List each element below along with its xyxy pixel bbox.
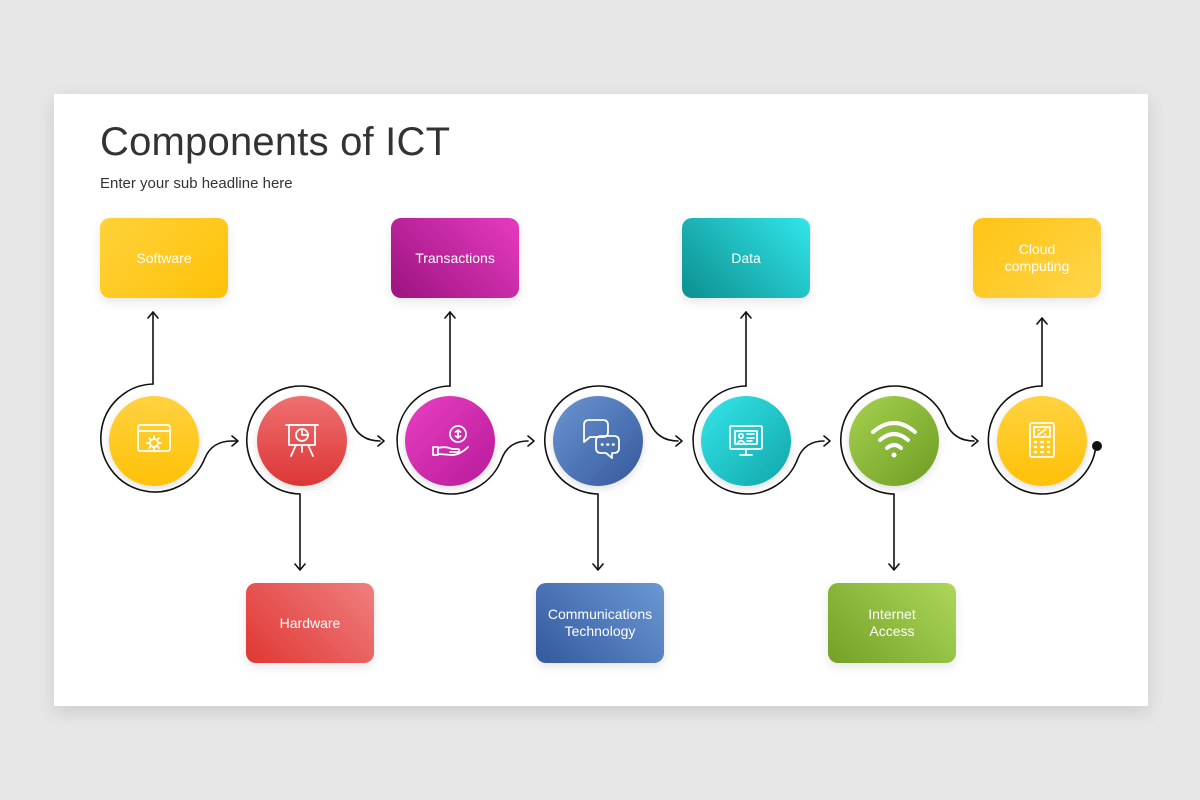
- end-dot: [1092, 441, 1102, 451]
- calculator-icon: [1029, 422, 1055, 458]
- label-internet-access: Internet Access: [828, 583, 956, 663]
- connector-ring-7: [987, 385, 1097, 495]
- wifi-icon: [871, 421, 917, 458]
- page-title: Components of ICT: [100, 120, 451, 164]
- connector-ring-5: [692, 385, 825, 495]
- label-software: Software: [100, 218, 228, 298]
- step-circle-3: [405, 396, 495, 486]
- browser-settings-icon: [137, 424, 171, 452]
- label-hardware: Hardware: [246, 583, 374, 663]
- page-subtitle: Enter your sub headline here: [100, 175, 293, 192]
- step-circle-4: [553, 396, 643, 486]
- money-hand-icon: [432, 425, 469, 456]
- step-circle-6: [849, 396, 939, 486]
- connector-ring-2: [245, 385, 381, 495]
- label-transactions: Transactions: [391, 218, 519, 298]
- presentation-chart-icon: [285, 424, 319, 457]
- connector-ring-6: [839, 385, 975, 495]
- computer-monitor-icon: [729, 425, 763, 456]
- connector-ring-1: [100, 383, 233, 493]
- connector-ring-3: [396, 385, 529, 495]
- label-data: Data: [682, 218, 810, 298]
- chat-bubbles-icon: [583, 419, 620, 459]
- step-circle-1: [109, 396, 199, 486]
- connector-ring-4: [543, 385, 679, 495]
- label-cloud-computing: Cloud computing: [973, 218, 1101, 298]
- arrow-head-1: [231, 435, 239, 447]
- label-communications-technology: Communications Technology: [536, 583, 664, 663]
- step-circle-5: [701, 396, 791, 486]
